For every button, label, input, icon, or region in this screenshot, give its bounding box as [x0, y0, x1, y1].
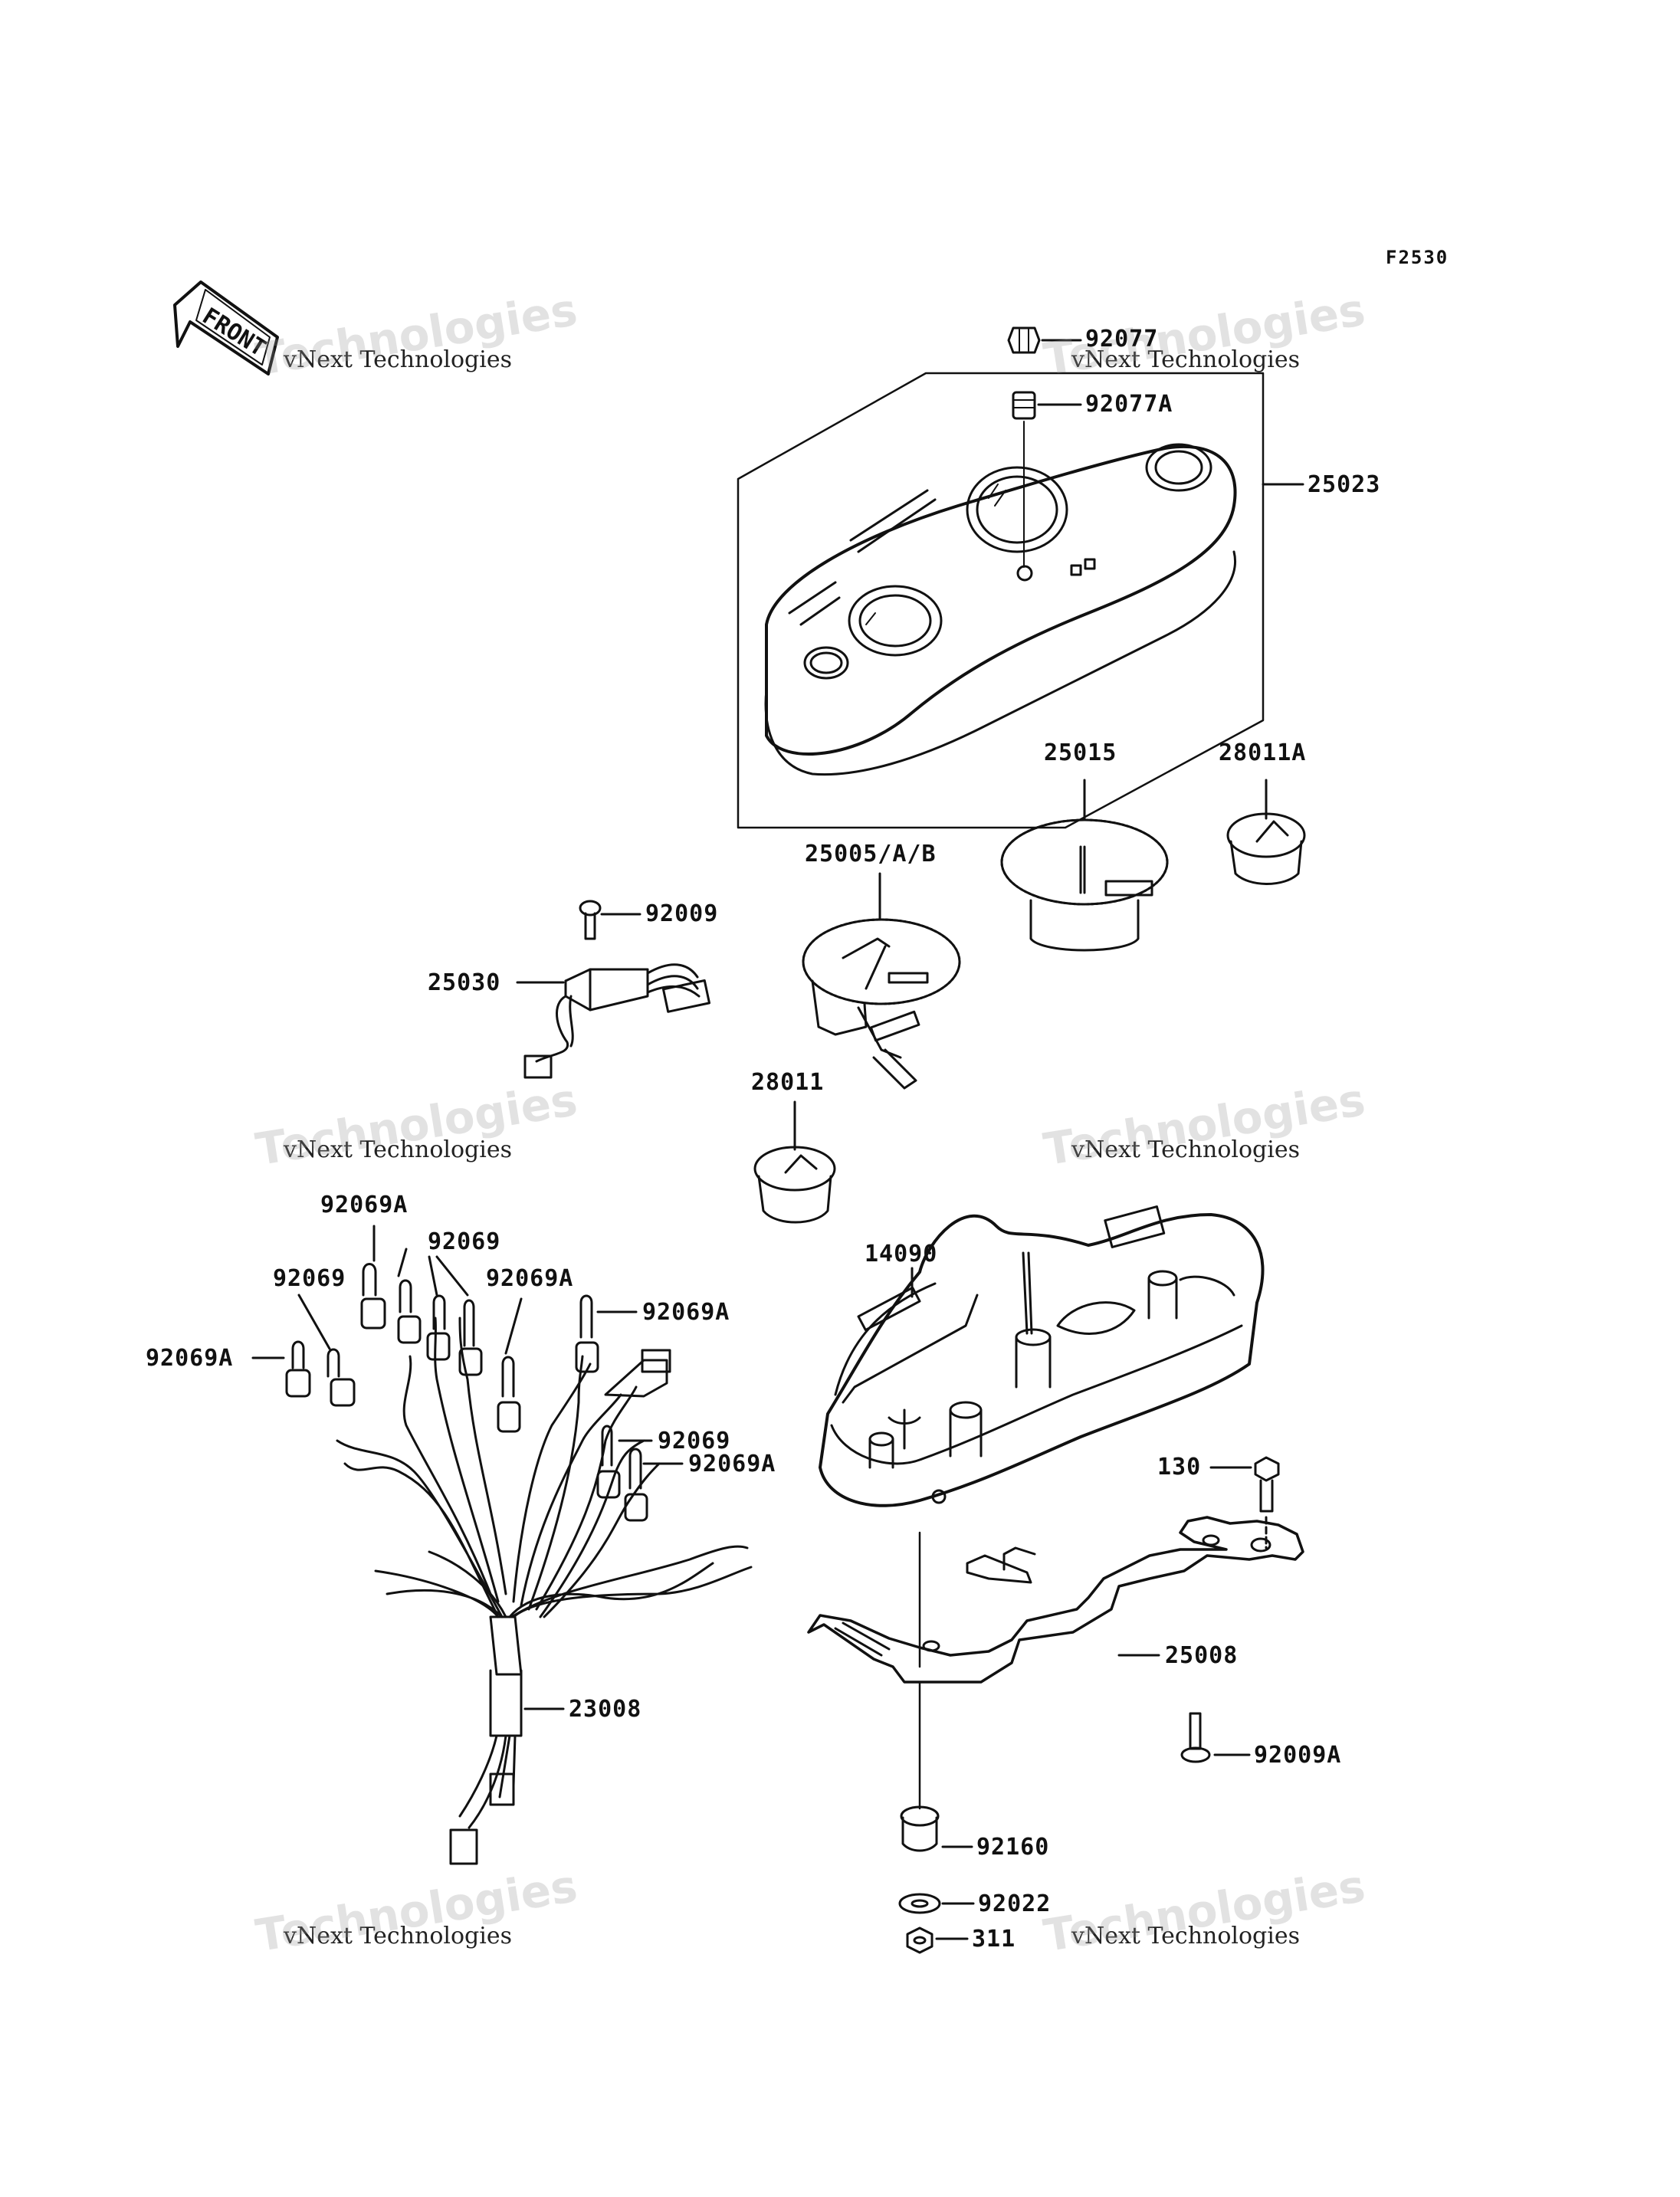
- screw-92009A: [1182, 1713, 1249, 1762]
- part-label-25005[interactable]: 25005/A/B: [805, 841, 937, 867]
- part-label-14090[interactable]: 14090: [865, 1241, 938, 1267]
- meter-cover-25023: [766, 444, 1235, 775]
- part-label-92022[interactable]: 92022: [978, 1890, 1052, 1917]
- part-label-25015[interactable]: 25015: [1044, 739, 1117, 766]
- tachometer-25015: [1002, 780, 1167, 950]
- knob-92077: [1009, 328, 1081, 353]
- part-label-25023[interactable]: 25023: [1308, 471, 1381, 498]
- part-label-92069A-2[interactable]: 92069A: [486, 1265, 574, 1292]
- part-label-23008[interactable]: 23008: [569, 1696, 642, 1723]
- screw-92009: [580, 901, 640, 939]
- meter-case-14090: [820, 1207, 1263, 1506]
- part-label-92069A-4[interactable]: 92069A: [146, 1345, 234, 1372]
- nut-311: [907, 1928, 967, 1953]
- part-label-130[interactable]: 130: [1157, 1454, 1202, 1481]
- part-label-92160[interactable]: 92160: [976, 1834, 1050, 1861]
- part-label-92077[interactable]: 92077: [1085, 326, 1159, 353]
- wire-harness-23008: [253, 1226, 751, 1864]
- part-label-92009[interactable]: 92009: [645, 900, 719, 927]
- socket-28011A: [1228, 780, 1304, 884]
- part-label-92009A[interactable]: 92009A: [1254, 1742, 1342, 1769]
- part-label-311[interactable]: 311: [972, 1926, 1016, 1953]
- part-label-25008[interactable]: 25008: [1165, 1642, 1239, 1669]
- washer-92022: [900, 1894, 973, 1913]
- socket-28011: [755, 1102, 835, 1222]
- part-label-92077A[interactable]: 92077A: [1085, 391, 1173, 418]
- part-label-25030[interactable]: 25030: [428, 969, 501, 996]
- bracket-25008: [809, 1517, 1303, 1682]
- part-label-92069A-3[interactable]: 92069A: [642, 1299, 730, 1326]
- part-label-28011[interactable]: 28011: [751, 1069, 825, 1096]
- unit-25030: [517, 965, 710, 1077]
- part-label-92069A-5[interactable]: 92069A: [688, 1451, 776, 1477]
- part-label-92069-3[interactable]: 92069: [658, 1428, 731, 1454]
- part-label-92069-2[interactable]: 92069: [273, 1265, 346, 1292]
- speedometer-25005: [803, 874, 960, 1088]
- part-label-92069A-1[interactable]: 92069A: [320, 1192, 409, 1218]
- meter-cover-outline: [738, 373, 1263, 828]
- grommet-92160: [901, 1807, 972, 1851]
- part-label-92069-1[interactable]: 92069: [428, 1228, 501, 1255]
- bolt-130: [1211, 1458, 1278, 1548]
- knob-92077A: [1013, 392, 1081, 567]
- part-label-28011A[interactable]: 28011A: [1219, 739, 1307, 766]
- figure-code: F2530: [1386, 247, 1449, 268]
